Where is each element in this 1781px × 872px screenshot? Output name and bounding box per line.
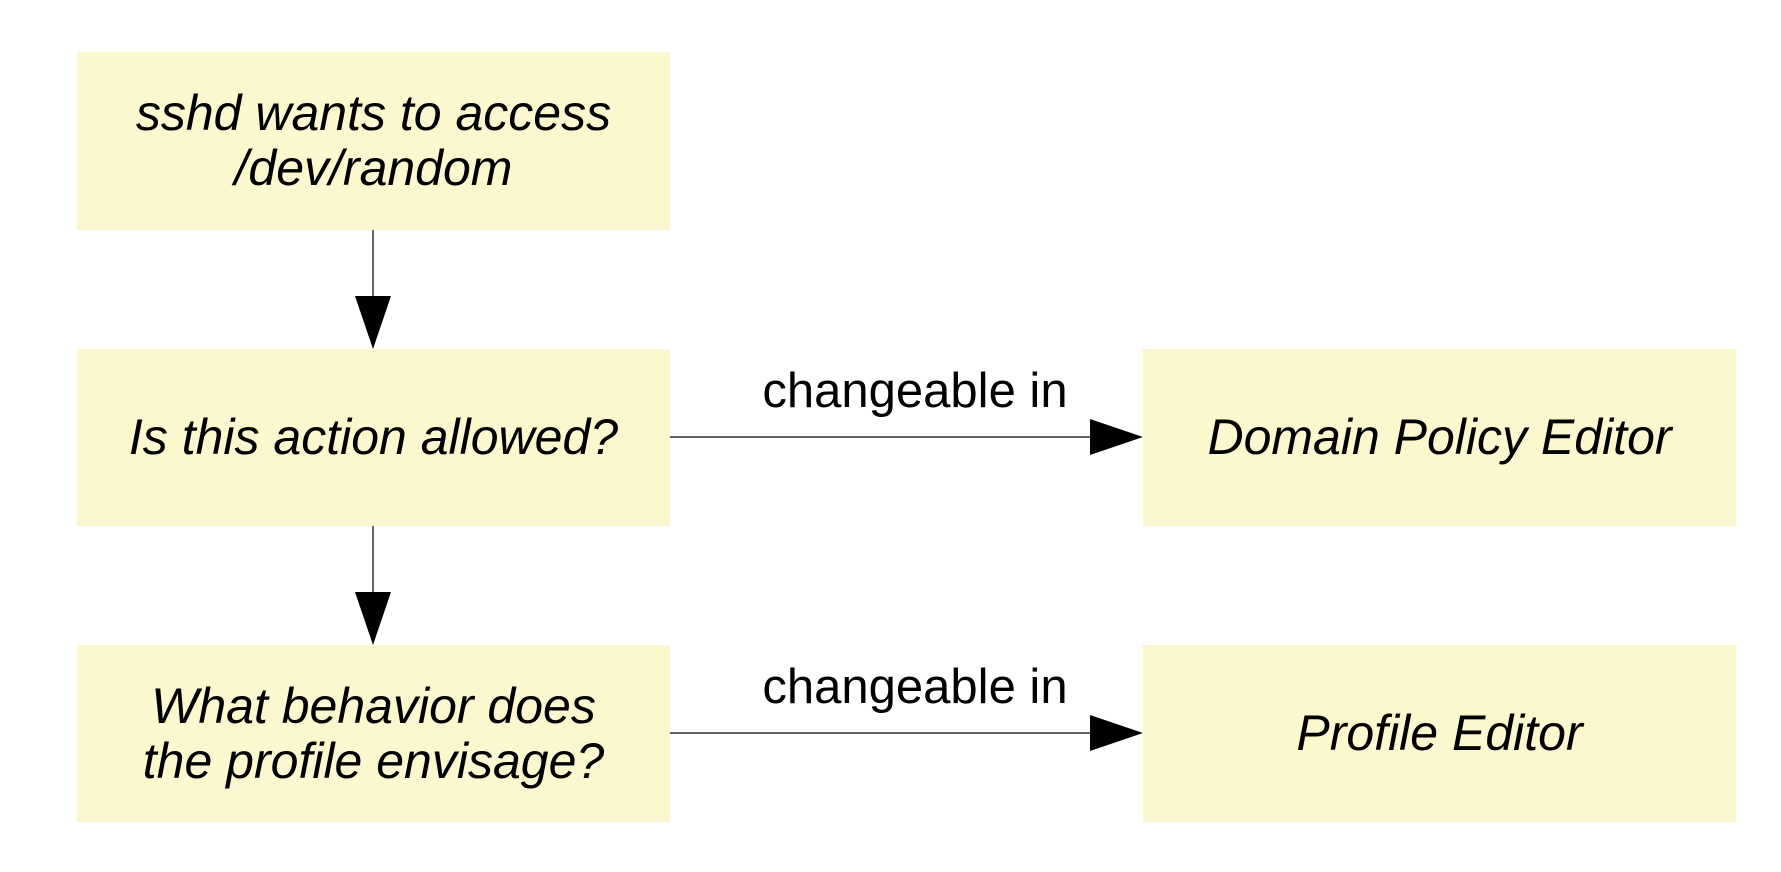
node-behavior-question-label: What behavior does the profile envisage? [142,677,605,789]
node-request-label: sshd wants to access /dev/random [135,85,612,196]
node-profile-editor: Profile Editor [1143,645,1736,822]
node-domain-policy-editor-label: Domain Policy Editor [1207,409,1672,465]
node-allowed-question: Is this action allowed? [77,349,670,526]
node-request: sshd wants to access /dev/random [77,52,670,230]
node-domain-policy-editor: Domain Policy Editor [1143,349,1736,526]
edge-label-policy: changeable in [762,364,1068,418]
edge-label-profile: changeable in [762,660,1068,714]
arrowhead-down-2 [355,592,391,645]
node-behavior-question: What behavior does the profile envisage? [77,645,670,822]
node-profile-editor-label: Profile Editor [1296,705,1583,761]
arrowhead-right-2 [1090,715,1143,751]
arrowhead-right-1 [1090,419,1143,455]
arrowhead-down-1 [355,296,391,349]
node-allowed-question-label: Is this action allowed? [128,409,619,465]
